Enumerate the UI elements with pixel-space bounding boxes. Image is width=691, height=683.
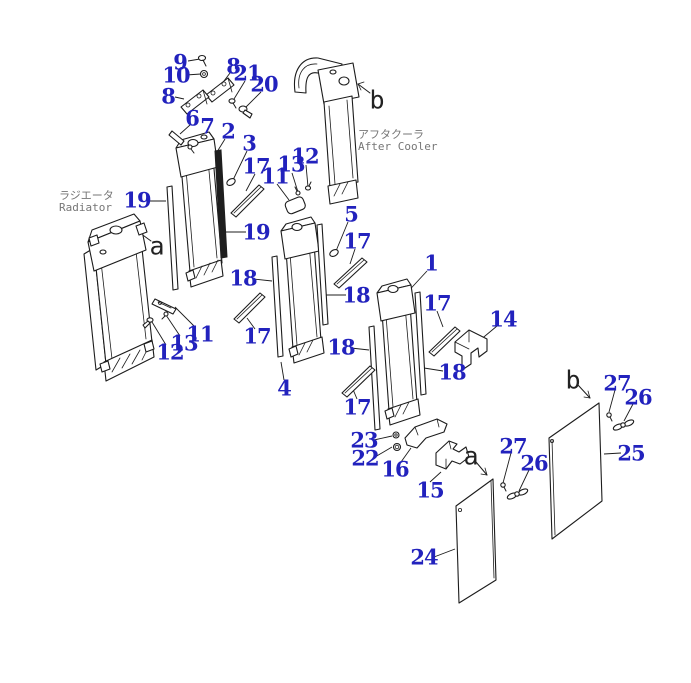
pin-6-drawing bbox=[168, 130, 185, 146]
part-callout-18-18: 18 bbox=[229, 265, 257, 291]
part-callout-16-33: 16 bbox=[381, 456, 409, 482]
part-callout-17-17: 17 bbox=[343, 228, 371, 254]
view-marker-a-radiator: a bbox=[149, 231, 165, 261]
view-marker-a-panel: a bbox=[463, 441, 479, 471]
side-seal-18c-drawing bbox=[368, 325, 381, 431]
side-seal-18-left-drawing bbox=[271, 255, 284, 358]
radiator-core-2-drawing bbox=[175, 131, 224, 288]
rod-17-drawing-4 bbox=[341, 365, 376, 398]
part-callout-17-21: 17 bbox=[423, 290, 451, 316]
radiator-core-4-drawing bbox=[280, 216, 325, 364]
part-callout-22-32: 22 bbox=[351, 445, 379, 471]
screw-9-drawing bbox=[197, 54, 207, 67]
part-callout-18-19: 18 bbox=[342, 282, 370, 308]
side-seal-19-right-drawing bbox=[214, 149, 228, 259]
washer-10-drawing bbox=[199, 69, 209, 79]
bracket-8-left-drawing bbox=[180, 89, 210, 115]
part-callout-2-8: 2 bbox=[221, 118, 236, 144]
clamp-15-drawing bbox=[435, 440, 470, 470]
bracket-14-drawing bbox=[454, 329, 488, 371]
view-arrow-b-panel bbox=[577, 384, 591, 399]
part-callout-14-22: 14 bbox=[489, 306, 517, 332]
part-callout-9-0: 9 bbox=[173, 49, 188, 75]
part-callout-27-38: 27 bbox=[603, 370, 631, 396]
screw-12-lower-drawing bbox=[142, 317, 154, 329]
part-callout-11-11: 11 bbox=[261, 163, 289, 189]
view-arrow-a-panel bbox=[475, 461, 488, 476]
side-seal-18-right-drawing bbox=[316, 223, 329, 326]
part-callout-18-27: 18 bbox=[327, 334, 355, 360]
part-callout-26-39: 26 bbox=[624, 384, 652, 410]
screw-27-right-drawing bbox=[606, 412, 613, 422]
part-callout-7-7: 7 bbox=[200, 113, 215, 139]
part-callout-17-10: 17 bbox=[242, 153, 270, 179]
wing-nut-26-right-drawing bbox=[612, 419, 635, 431]
part-callout-24-37: 24 bbox=[410, 544, 438, 570]
radiator-core-1-drawing bbox=[376, 278, 421, 426]
part-callout-17-30: 17 bbox=[343, 394, 371, 420]
radiator-name-en: Radiator bbox=[59, 201, 112, 214]
part-callout-25-40: 25 bbox=[617, 440, 645, 466]
part-callout-19-14: 19 bbox=[123, 187, 151, 213]
after-cooler-name-label: アフタクーラ After Cooler bbox=[358, 129, 437, 153]
part-callout-27-35: 27 bbox=[499, 433, 527, 459]
radiator-name-jp: ラジエータ bbox=[59, 189, 114, 202]
bolt-20-drawing bbox=[238, 105, 253, 119]
part-callout-12-13: 12 bbox=[291, 143, 319, 169]
side-seal-19-left-drawing bbox=[166, 185, 179, 291]
panel-25-drawing bbox=[548, 402, 603, 540]
radiator-assembly-drawing bbox=[83, 213, 155, 382]
screw-13-lower-drawing bbox=[161, 311, 169, 320]
after-cooler-name-jp: アフタクーラ bbox=[358, 128, 424, 141]
part-callout-21-3: 21 bbox=[233, 60, 261, 86]
part-callout-10-1: 10 bbox=[162, 62, 190, 88]
screw-13-upper-drawing bbox=[294, 186, 301, 196]
part-callout-20-4: 20 bbox=[250, 71, 278, 97]
ring-23-drawing bbox=[392, 431, 400, 439]
after-cooler-name-en: After Cooler bbox=[358, 140, 438, 153]
radiator-name-label: ラジエータ Radiator bbox=[59, 190, 114, 214]
part-callout-1-20: 1 bbox=[424, 250, 439, 276]
view-marker-b-panel: b bbox=[565, 365, 581, 395]
bracket-8-right-drawing bbox=[205, 77, 235, 103]
wing-nut-26-left-drawing bbox=[506, 488, 529, 500]
grommet-5-drawing bbox=[329, 249, 339, 257]
after-cooler-drawing bbox=[293, 57, 360, 205]
nut-22-drawing bbox=[392, 442, 402, 452]
handle-16-drawing bbox=[404, 418, 448, 449]
bracket-11-lower-drawing bbox=[151, 298, 177, 315]
screw-27-left-drawing bbox=[500, 482, 507, 492]
part-callout-19-15: 19 bbox=[242, 219, 270, 245]
part-callout-15-34: 15 bbox=[416, 477, 444, 503]
rod-17-drawing-3 bbox=[233, 292, 266, 324]
part-callout-18-29: 18 bbox=[438, 359, 466, 385]
rod-17-drawing-1 bbox=[230, 184, 265, 218]
part-callout-11-24: 11 bbox=[186, 321, 214, 347]
part-callout-4-28: 4 bbox=[277, 375, 292, 401]
screw-21-drawing bbox=[228, 98, 237, 109]
part-callout-8-5: 8 bbox=[161, 83, 176, 109]
part-callout-3-9: 3 bbox=[242, 130, 257, 156]
grommet-3-drawing bbox=[226, 178, 236, 186]
part-callout-17-23: 17 bbox=[243, 323, 271, 349]
part-callout-6-6: 6 bbox=[185, 105, 200, 131]
part-callout-5-16: 5 bbox=[344, 201, 359, 227]
rod-17-drawing-2 bbox=[333, 257, 368, 289]
part-callout-8-2: 8 bbox=[226, 53, 241, 79]
pin-7-drawing bbox=[187, 144, 195, 154]
part-callout-13-12: 13 bbox=[277, 151, 305, 177]
side-seal-18d-drawing bbox=[414, 291, 427, 396]
rod-17-drawing-5 bbox=[428, 326, 461, 357]
screw-12-upper-drawing bbox=[304, 181, 312, 191]
part-callout-26-36: 26 bbox=[520, 450, 548, 476]
part-callout-12-26: 12 bbox=[156, 339, 184, 365]
part-callout-23-31: 23 bbox=[350, 427, 378, 453]
view-arrow-b-after-cooler bbox=[357, 81, 371, 94]
panel-24-drawing bbox=[455, 478, 497, 604]
part-callout-13-25: 13 bbox=[170, 330, 198, 356]
view-marker-b-after-cooler: b bbox=[369, 85, 385, 115]
clamp-11-upper-drawing bbox=[284, 196, 306, 215]
